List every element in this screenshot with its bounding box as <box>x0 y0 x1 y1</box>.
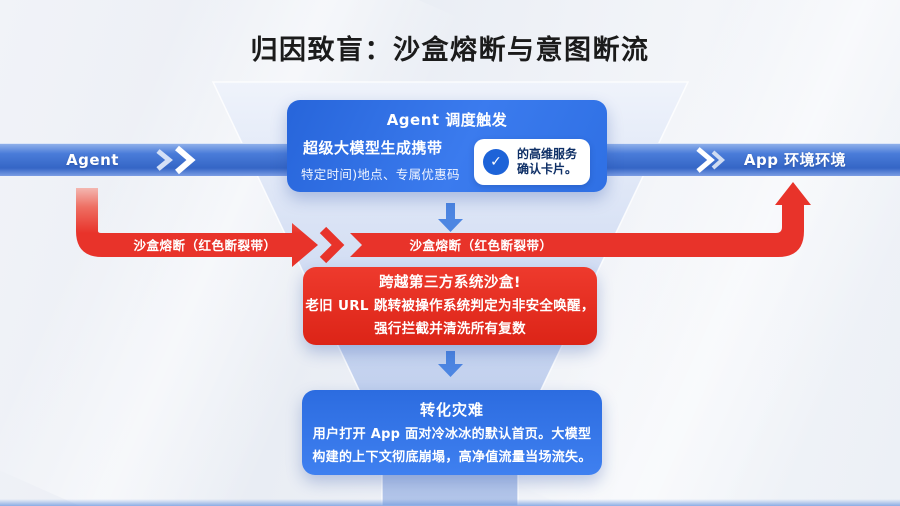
confirmation-card-line1: 的高维服务 <box>517 147 578 161</box>
red-break-chevron-icon <box>319 226 345 264</box>
agent-label: Agent <box>66 151 119 169</box>
confirmation-card: ✓ 的高维服务 确认卡片。 <box>474 139 590 185</box>
sandbox-fuse-label-right: 沙盒熔断（红色断裂带） <box>409 238 553 253</box>
result-box-title: 转化灾难 <box>419 401 484 419</box>
page-title: 归因致盲：沙盒熔断与意图断流 <box>250 35 650 66</box>
trigger-box-line2: 特定时间)地点、专属优惠码 <box>301 167 460 182</box>
sandbox-alert-box: 跨越第三方系统沙盒! 老旧 URL 跳转被操作系统判定为非安全唤醒， 强行拦截并… <box>303 267 597 345</box>
sandbox-fuse-label-left: 沙盒熔断（红色断裂带） <box>133 238 277 253</box>
result-box-body: 用户打开 App 面对冷冰冰的默认首页。大模型 构建的上下文彻底崩塌，高净值流量… <box>302 423 602 469</box>
down-arrow-icon <box>438 351 463 377</box>
bottom-edge-strip <box>0 499 900 506</box>
app-environment-label: App 环境环境 <box>743 151 847 169</box>
result-box-line2: 构建的上下文彻底崩塌，高净值流量当场流失。 <box>312 450 592 465</box>
trigger-box-line1: 超级大模型生成携带 <box>303 139 443 157</box>
down-arrow-icon <box>438 203 463 232</box>
trigger-box-title: Agent 调度触发 <box>386 111 508 129</box>
alert-box-line3: 强行拦截并清洗所有复数 <box>374 320 526 337</box>
alert-box-line1: 跨越第三方系统沙盒! <box>378 274 522 291</box>
agent-trigger-box: Agent 调度触发 超级大模型生成携带 特定时间)地点、专属优惠码 ✓ 的高维… <box>287 100 607 192</box>
confirmation-card-line2: 确认卡片。 <box>517 162 578 176</box>
alert-box-line2: 老旧 URL 跳转被操作系统判定为非安全唤醒， <box>305 297 595 314</box>
confirmation-card-text: 的高维服务 确认卡片。 <box>517 147 577 177</box>
conversion-result-box: 转化灾难 用户打开 App 面对冷冰冰的默认首页。大模型 构建的上下文彻底崩塌，… <box>302 390 602 475</box>
result-box-line1: 用户打开 App 面对冷冰冰的默认首页。大模型 <box>312 427 592 442</box>
check-icon: ✓ <box>483 149 509 175</box>
